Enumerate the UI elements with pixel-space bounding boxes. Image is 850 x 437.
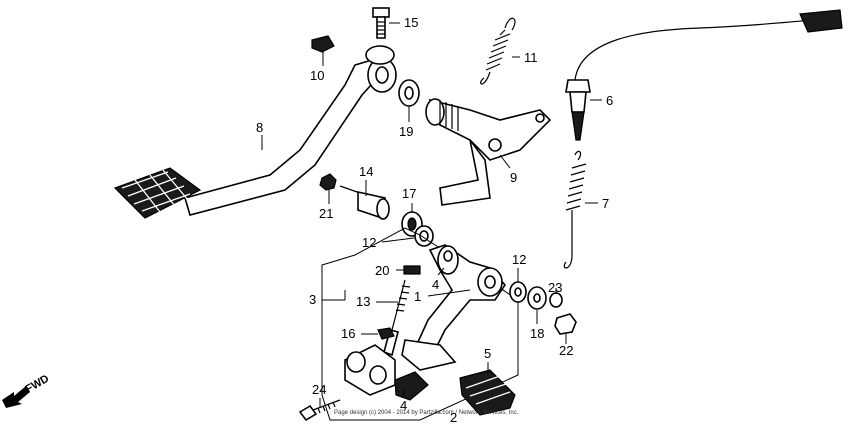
callouts: 8 10 15 11 19 9 6 7 21 14 17 12 20 4 1 3… — [256, 15, 613, 425]
callout-16: 16 — [341, 326, 355, 341]
callout-19: 19 — [399, 124, 413, 139]
washer-18 — [527, 286, 547, 310]
callout-15: 15 — [404, 15, 418, 30]
callout-13: 13 — [356, 294, 370, 309]
adjust-nut-21 — [319, 173, 337, 191]
callout-7: 7 — [602, 196, 609, 211]
tie-rod-joint-upper — [437, 245, 459, 275]
shift-lever — [401, 244, 507, 371]
return-spring-11 — [480, 17, 516, 85]
callout-22: 22 — [559, 343, 573, 358]
nut-22 — [554, 313, 577, 335]
oil-seal-12-lower — [509, 281, 527, 303]
callout-12-lower: 12 — [512, 252, 526, 267]
brake-arm — [425, 98, 552, 206]
callout-12-upper: 12 — [362, 235, 376, 250]
callout-14: 14 — [359, 164, 373, 179]
forward-direction-icon: FWD — [2, 373, 51, 408]
callout-23: 23 — [548, 280, 562, 295]
switch-spring-7 — [563, 150, 587, 269]
leader-lines — [261, 22, 602, 408]
washer-23 — [549, 292, 563, 308]
brake-pedal-stopper — [311, 35, 335, 53]
callout-10: 10 — [310, 68, 324, 83]
callout-17: 17 — [402, 186, 416, 201]
shift-pedal-rubber — [459, 369, 516, 416]
nut-16 — [377, 327, 395, 340]
callout-6: 6 — [606, 93, 613, 108]
callout-2: 2 — [450, 410, 457, 425]
pivot-bolt — [372, 7, 390, 39]
callout-9: 9 — [510, 170, 517, 185]
adjuster-rod-14 — [339, 185, 390, 220]
callout-5: 5 — [484, 346, 491, 361]
shift-joint-2 — [344, 344, 396, 396]
fwd-label: FWD — [24, 373, 52, 396]
callout-4-upper: 4 — [432, 277, 439, 292]
shift-rubber-4 — [394, 371, 429, 401]
screw-20 — [403, 265, 421, 275]
callout-8: 8 — [256, 120, 263, 135]
callout-20: 20 — [375, 263, 389, 278]
brake-switch-cable — [565, 9, 843, 141]
callout-18: 18 — [530, 326, 544, 341]
callout-11: 11 — [524, 50, 538, 65]
oil-seal-12-upper — [414, 225, 434, 247]
callout-1: 1 — [414, 289, 421, 304]
callout-4-lower: 4 — [400, 398, 407, 413]
callout-24: 24 — [312, 382, 326, 397]
callout-21: 21 — [319, 206, 333, 221]
callout-3: 3 — [309, 292, 316, 307]
washer-19 — [398, 79, 420, 107]
brake-pedal — [113, 45, 397, 219]
bolt-24 — [298, 399, 341, 422]
copyright-notice: Page design (c) 2004 - 2014 by Partzilla… — [334, 410, 519, 416]
